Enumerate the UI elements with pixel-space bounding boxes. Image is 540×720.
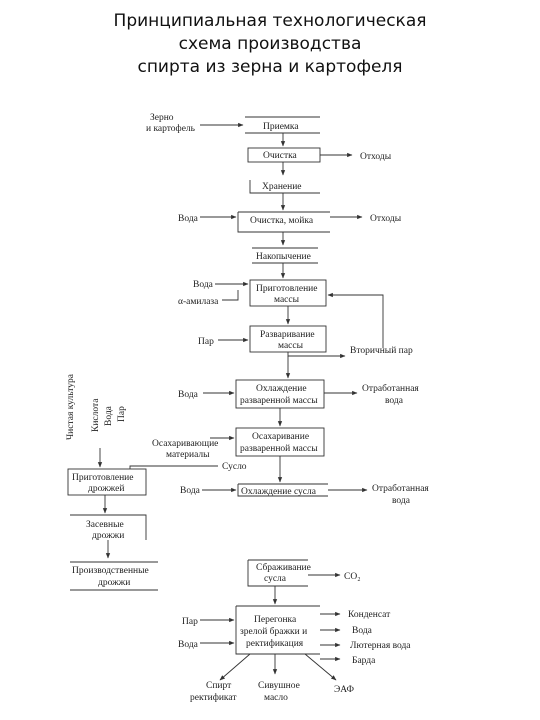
lutter-water-label: Лютерная вода xyxy=(350,641,411,651)
condensate-label: Конденсат xyxy=(348,610,391,620)
fermentation-label-2: сусла xyxy=(264,574,287,584)
storage-bracket xyxy=(249,180,320,194)
fermentation-box xyxy=(247,559,308,587)
vertical-label-steam: Пар xyxy=(117,406,127,422)
spent-water2-label-2: вода xyxy=(392,496,411,506)
fusel-oil-label-1: Сивушное xyxy=(258,681,300,691)
co2-label: СО₂ xyxy=(344,572,361,582)
steam2-label: Пар xyxy=(182,617,198,627)
spent-water1-label-1: Отработанная xyxy=(362,383,419,394)
cooling-label-2: разваренной массы xyxy=(240,395,318,406)
spent-water2-label-1: Отработанная xyxy=(372,483,429,494)
raw-input-label-1: Зерно xyxy=(150,113,174,123)
fermentation-label-1: Сбраживание xyxy=(256,562,311,573)
yeast-prep-label-2: дрожжей xyxy=(88,483,124,494)
raw-input-label-2: и картофель xyxy=(146,123,196,134)
saccharifying-materials-label-2: материалы xyxy=(166,450,210,460)
title-line-1: Принципиальная технологическая xyxy=(113,11,427,31)
waste1-label: Отходы xyxy=(360,152,392,162)
fusel-oil-label-2: масло xyxy=(264,693,288,703)
distillation-box xyxy=(235,605,320,655)
water4-label: Вода xyxy=(180,486,201,496)
wort-cooling-box xyxy=(237,483,328,497)
arrow-to-rectified-spirit xyxy=(219,653,251,681)
boiling-label: Накопычение xyxy=(256,252,311,262)
water5-label: Вода xyxy=(178,640,199,650)
saccharification-label-2: разваренной массы xyxy=(240,443,318,454)
waste2-label: Отходы xyxy=(370,214,402,224)
ester-aldehyde-label: ЭАФ xyxy=(334,685,355,695)
cleaning-label: Очистка xyxy=(263,151,298,161)
seed-yeast-box xyxy=(70,514,147,540)
distillation-label-2: зрелой бражки и xyxy=(240,626,307,637)
saccharification-label-1: Осахаривание xyxy=(252,432,309,442)
yeast-prep-box xyxy=(67,468,147,496)
barda-label: Барда xyxy=(352,656,376,666)
spent-water1-label-2: вода xyxy=(385,396,404,406)
title-line-3: спирта из зерна и картофеля xyxy=(137,57,403,77)
diagram-title: Принципиальная технологическая схема про… xyxy=(0,10,540,79)
production-yeast-label-2: дрожжи xyxy=(98,578,130,588)
amylase-label: α-амилаза xyxy=(178,297,219,307)
wash-label: Очистка, мойка xyxy=(250,215,314,226)
vertical-label-water: Вода xyxy=(104,405,114,426)
water2-label: Вода xyxy=(193,280,214,290)
water1-label: Вода xyxy=(178,214,199,224)
receiving-label: Приемка xyxy=(263,122,299,132)
mash-prep-label-1: Приготовление xyxy=(256,284,317,294)
distillation-label-3: ректификация xyxy=(246,638,304,649)
water6-label: Вода xyxy=(352,626,373,636)
storage-label: Хранение xyxy=(262,182,302,192)
distillation-label-1: Перегонка xyxy=(254,615,297,625)
secondary-steam-label: Вторичный пар xyxy=(350,345,413,356)
mash-prep-label-2: массы xyxy=(274,295,300,305)
wort-label: Сусло xyxy=(222,462,247,472)
saccharifying-materials-label-1: Осахаривающие xyxy=(152,439,218,449)
arrow-mashboil-to-secondary-steam xyxy=(287,352,346,359)
steam1-label: Пар xyxy=(198,337,214,347)
wort-to-yeast-connector xyxy=(129,465,218,469)
rectified-spirit-label-1: Спирт xyxy=(206,681,232,691)
wash-box-left xyxy=(237,212,330,233)
arrow-to-ester-aldehyde xyxy=(304,653,337,681)
rectified-spirit-label-2: ректификат xyxy=(190,692,237,703)
wort-cooling-label: Охлаждение сусла xyxy=(241,487,317,497)
arrow-secondary-steam-loop xyxy=(327,292,384,348)
cooling-label-1: Охлаждение xyxy=(256,384,307,394)
amylase-connector xyxy=(222,290,239,301)
mash-boil-label-1: Разваривание xyxy=(260,330,315,340)
production-yeast-label-1: Производственные xyxy=(72,566,149,576)
water3-label: Вода xyxy=(178,390,199,400)
vertical-label-culture: Чистая культура xyxy=(66,373,76,440)
title-line-2: схема производства xyxy=(178,34,362,54)
vertical-label-acid: Кислота xyxy=(91,398,101,432)
mash-boil-label-2: массы xyxy=(278,341,304,351)
seed-yeast-label-2: дрожжи xyxy=(92,531,124,541)
seed-yeast-label-1: Засевные xyxy=(86,520,124,530)
yeast-prep-label-1: Приготовление xyxy=(72,473,133,483)
